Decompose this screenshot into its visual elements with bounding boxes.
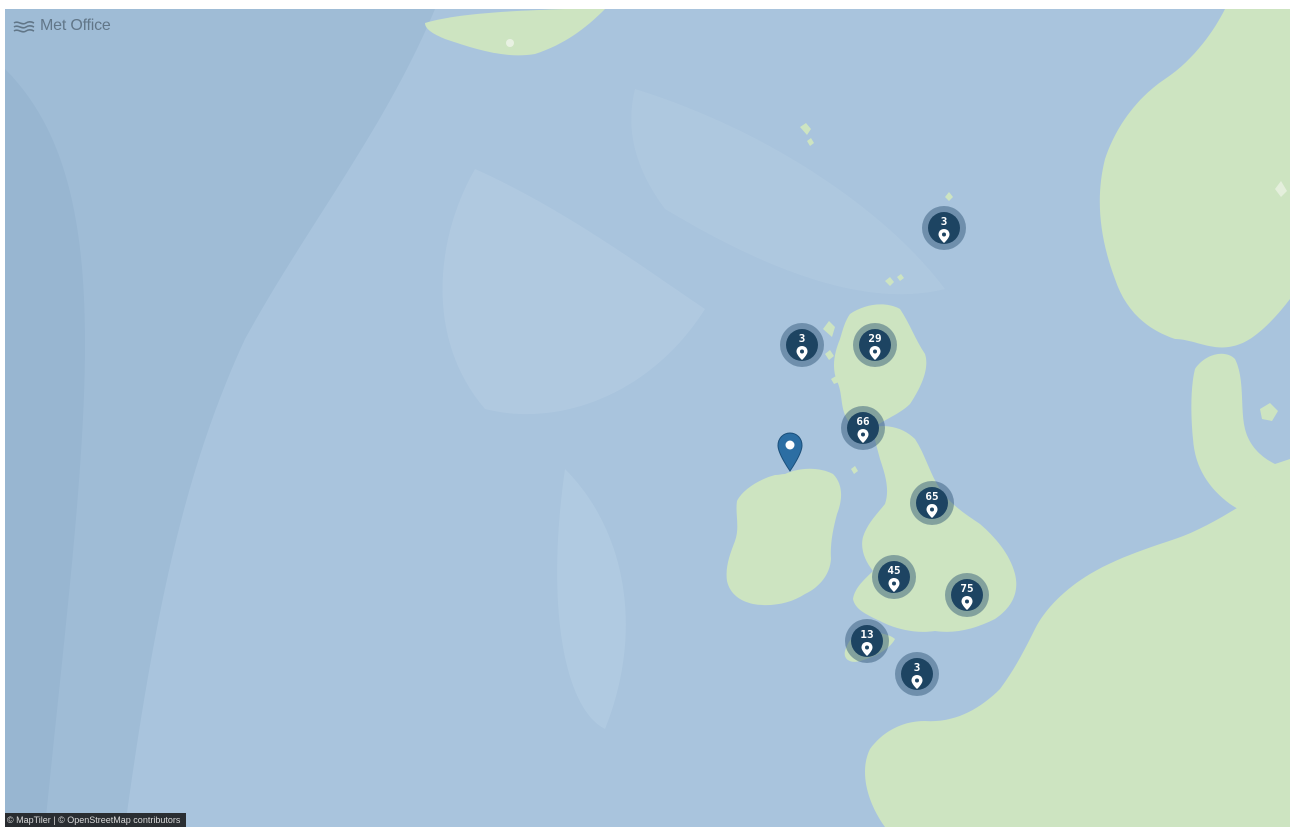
station-cluster[interactable]: 3	[895, 652, 939, 696]
map-viewport[interactable]: Met Office 3 3 29 66 65 45 75 13	[5, 9, 1290, 827]
location-pin-icon	[888, 578, 900, 592]
met-office-waves-icon	[13, 21, 35, 33]
cluster-count: 3	[798, 332, 806, 345]
location-pin-icon	[961, 596, 973, 610]
location-pin-icon	[861, 642, 873, 656]
station-cluster[interactable]: 75	[945, 573, 989, 617]
met-office-logo: Met Office	[13, 17, 111, 35]
location-pin-icon	[938, 229, 950, 243]
cluster-count: 3	[940, 215, 948, 228]
location-pin-icon	[926, 504, 938, 518]
cluster-count: 3	[913, 661, 921, 674]
map-attribution: © MapTiler | © OpenStreetMap contributor…	[5, 813, 187, 827]
cluster-count: 65	[925, 490, 939, 503]
cluster-count: 66	[856, 415, 870, 428]
station-cluster[interactable]: 29	[853, 323, 897, 367]
location-pin-icon	[857, 429, 869, 443]
station-cluster[interactable]: 3	[780, 323, 824, 367]
cluster-count: 75	[960, 582, 974, 595]
location-pin-icon	[869, 346, 881, 360]
cluster-count: 45	[887, 564, 901, 577]
station-cluster[interactable]: 66	[841, 406, 885, 450]
station-cluster[interactable]: 13	[845, 619, 889, 663]
map-tiles	[5, 9, 1290, 827]
cluster-count: 13	[860, 628, 874, 641]
station-cluster[interactable]: 65	[910, 481, 954, 525]
map-marker-icon[interactable]	[776, 432, 804, 472]
location-pin-icon	[911, 675, 923, 689]
logo-text: Met Office	[40, 17, 111, 34]
location-pin-icon	[796, 346, 808, 360]
station-cluster[interactable]: 3	[922, 206, 966, 250]
cluster-count: 29	[868, 332, 882, 345]
station-cluster[interactable]: 45	[872, 555, 916, 599]
